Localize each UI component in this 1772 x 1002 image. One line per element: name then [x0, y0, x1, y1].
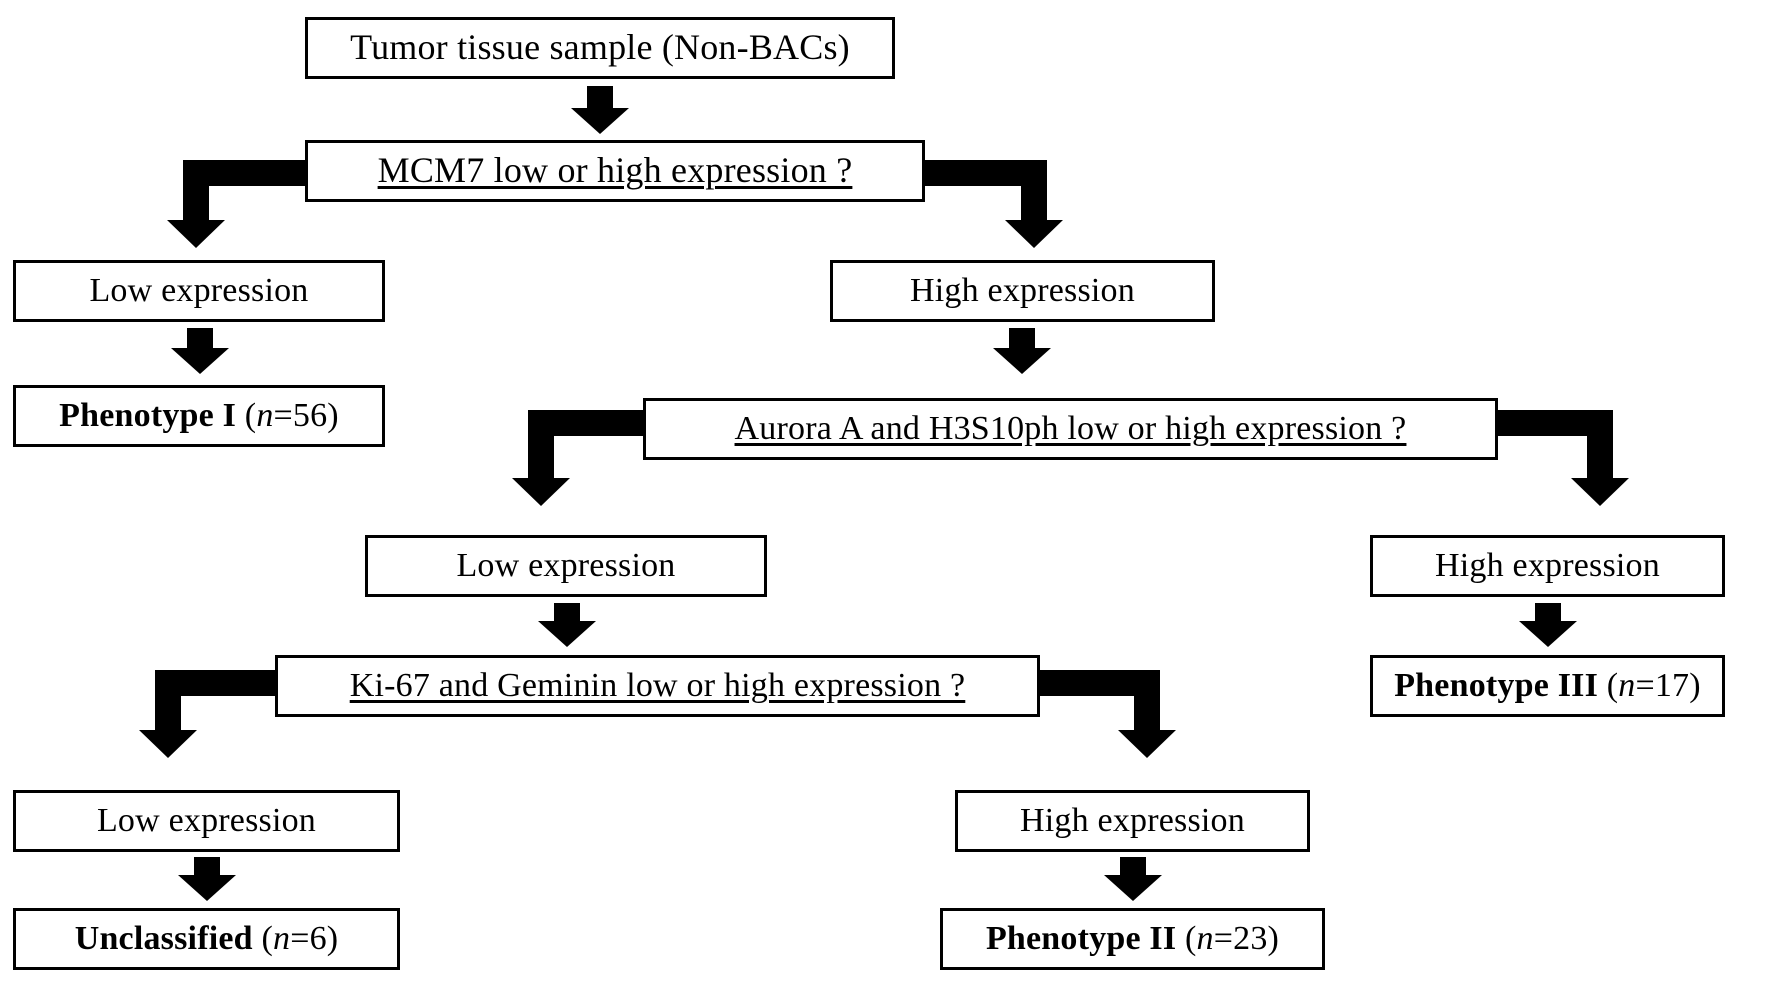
node-ki67-low-expression: Low expression	[13, 790, 400, 852]
arrow-ki67-question-to-low	[139, 670, 275, 765]
arrow-mcm7-question-to-high	[925, 160, 1063, 250]
node-question-ki67-geminin-label: Ki-67 and Geminin low or high expression…	[349, 667, 966, 705]
phenotype-2-name: Phenotype II	[985, 920, 1177, 958]
arrow-root-to-mcm7-question	[570, 86, 630, 134]
arrow-vertical-bar	[183, 160, 209, 222]
phenotype-1-n-symbol: n	[256, 397, 274, 435]
arrow-vertical-bar	[1021, 160, 1047, 222]
arrow-shaft	[1535, 603, 1561, 623]
unclassified-name: Unclassified	[74, 920, 253, 958]
arrow-head	[1118, 730, 1176, 758]
node-unclassified: Unclassified (n=6)	[13, 908, 400, 970]
phenotype-3-n-value: =17)	[1635, 667, 1701, 705]
node-mcm7-low-expression-label: Low expression	[89, 272, 309, 310]
arrow-vertical-bar	[1587, 410, 1613, 480]
arrow-head	[178, 875, 236, 901]
arrow-vertical-bar	[1134, 670, 1160, 732]
node-aurora-high-expression-label: High expression	[1435, 547, 1660, 585]
arrow-head	[139, 730, 197, 758]
phenotype-3-name: Phenotype III	[1394, 667, 1599, 705]
node-question-ki67-geminin: Ki-67 and Geminin low or high expression…	[275, 655, 1040, 717]
phenotype-1-name: Phenotype I	[59, 397, 237, 435]
node-unclassified-label: Unclassified (n=6)	[69, 921, 345, 957]
arrow-aurora-question-to-high	[1498, 410, 1629, 510]
arrow-aurora-low-to-ki67-question	[537, 603, 597, 649]
arrow-aurora-question-to-low	[512, 410, 643, 510]
node-ki67-low-expression-label: Low expression	[96, 802, 317, 840]
arrow-shaft	[1009, 328, 1035, 350]
arrow-aurora-high-to-phenotype3	[1518, 603, 1578, 649]
arrow-shaft	[1120, 857, 1146, 877]
arrow-vertical-bar	[528, 410, 554, 480]
phenotype-3-paren-open: (	[1598, 667, 1619, 705]
arrow-mcm7-low-to-phenotype1	[170, 328, 230, 376]
arrow-head	[538, 621, 596, 647]
node-question-mcm7: MCM7 low or high expression ?	[305, 140, 925, 202]
node-question-mcm7-label: MCM7 low or high expression ?	[377, 150, 853, 191]
arrow-head	[1104, 875, 1162, 901]
arrow-head	[171, 348, 229, 374]
node-tumor-tissue-sample: Tumor tissue sample (Non-BACs)	[305, 17, 895, 79]
unclassified-n-value: =6)	[290, 920, 339, 958]
arrow-shaft	[187, 328, 213, 350]
node-ki67-high-expression-label: High expression	[1020, 802, 1245, 840]
arrow-shaft	[194, 857, 220, 877]
arrow-mcm7-question-to-low	[167, 160, 305, 250]
unclassified-n-symbol: n	[273, 920, 291, 958]
unclassified-paren-open: (	[252, 920, 273, 958]
node-aurora-low-expression-label: Low expression	[456, 547, 676, 585]
phenotype-3-n-symbol: n	[1618, 667, 1636, 705]
arrow-shaft	[554, 603, 580, 623]
phenotype-1-n-value: =56)	[273, 397, 339, 435]
node-tumor-tissue-sample-label: Tumor tissue sample (Non-BACs)	[350, 27, 850, 68]
node-question-aurora-h3s10ph: Aurora A and H3S10ph low or high express…	[643, 398, 1498, 460]
node-phenotype-2-label: Phenotype II (n=23)	[980, 921, 1285, 957]
phenotype-2-n-value: =23)	[1213, 920, 1280, 958]
arrow-head	[571, 108, 629, 134]
arrow-mcm7-high-to-aurora-question	[992, 328, 1052, 376]
phenotype-1-paren-open: (	[236, 397, 257, 435]
node-phenotype-3: Phenotype III (n=17)	[1370, 655, 1725, 717]
phenotype-2-paren-open: (	[1176, 920, 1197, 958]
node-mcm7-low-expression: Low expression	[13, 260, 385, 322]
arrow-ki67-low-to-unclassified	[177, 857, 237, 903]
arrow-head	[1519, 621, 1577, 647]
arrow-head	[1005, 220, 1063, 248]
node-mcm7-high-expression-label: High expression	[910, 272, 1135, 310]
arrow-head	[993, 348, 1051, 374]
node-question-aurora-h3s10ph-label: Aurora A and H3S10ph low or high express…	[734, 410, 1407, 448]
node-aurora-high-expression: High expression	[1370, 535, 1725, 597]
arrow-vertical-bar	[155, 670, 181, 732]
arrow-shaft	[587, 86, 613, 110]
arrow-head	[167, 220, 225, 248]
arrow-ki67-high-to-phenotype2	[1103, 857, 1163, 903]
node-phenotype-2: Phenotype II (n=23)	[940, 908, 1325, 970]
arrow-head	[512, 478, 570, 506]
node-ki67-high-expression: High expression	[955, 790, 1310, 852]
arrow-head	[1571, 478, 1629, 506]
node-aurora-low-expression: Low expression	[365, 535, 767, 597]
node-phenotype-1-label: Phenotype I (n=56)	[53, 398, 345, 434]
phenotype-2-n-symbol: n	[1196, 920, 1214, 958]
node-phenotype-3-label: Phenotype III (n=17)	[1388, 668, 1707, 704]
node-phenotype-1: Phenotype I (n=56)	[13, 385, 385, 447]
arrow-ki67-question-to-high	[1040, 670, 1176, 765]
node-mcm7-high-expression: High expression	[830, 260, 1215, 322]
